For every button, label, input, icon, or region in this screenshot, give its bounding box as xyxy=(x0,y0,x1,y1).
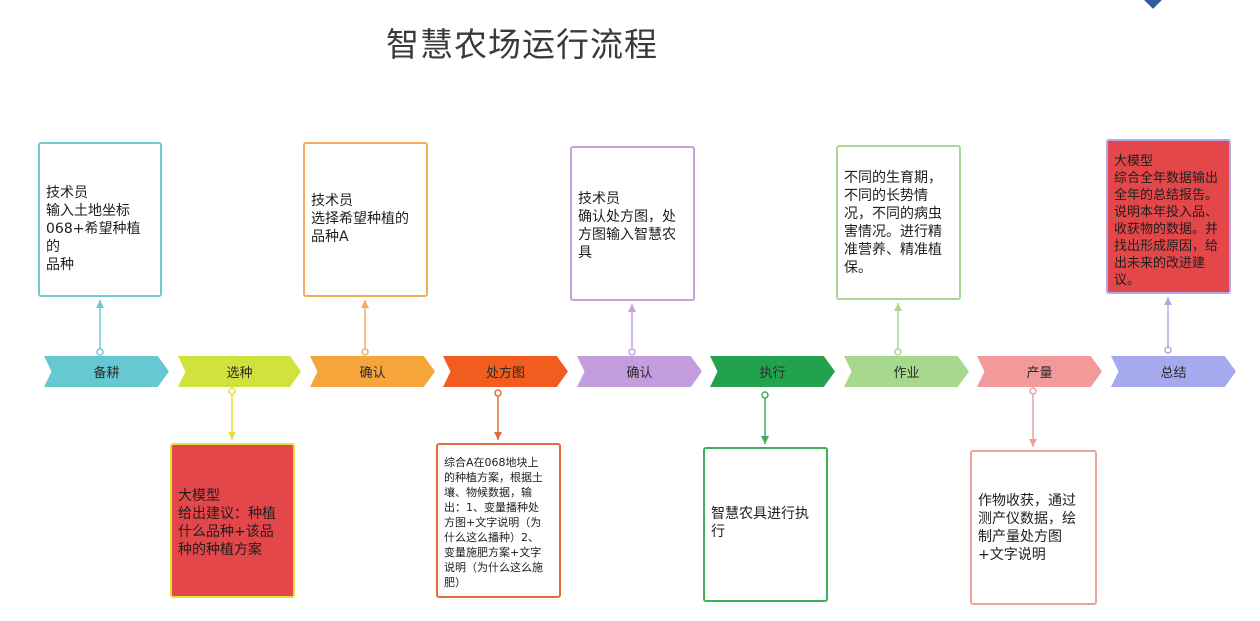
connector-arrowhead xyxy=(1164,297,1172,305)
stage-arrow-2: 选种 xyxy=(178,356,301,387)
box-smart-tools-execute: 智慧农具进行执 行 xyxy=(703,447,828,602)
stage-arrow-9: 总结 xyxy=(1111,356,1236,387)
connector-zhixing xyxy=(761,391,769,444)
connector-chufangtu xyxy=(494,389,502,440)
connector-dot xyxy=(96,348,104,356)
connector-arrowhead xyxy=(761,436,769,444)
stage-arrow-1: 备耕 xyxy=(44,356,169,387)
connector-arrowhead xyxy=(1029,439,1037,447)
box-tech-confirm-prescription: 技术员 确认处方图，处 方图输入智慧农 具 xyxy=(570,146,695,301)
connector-dot xyxy=(894,348,902,356)
connector-queren-2 xyxy=(628,304,636,356)
connector-arrowhead xyxy=(361,300,369,308)
connector-dot xyxy=(361,348,369,356)
connector-dot xyxy=(761,391,769,399)
stage-label-1: 备耕 xyxy=(93,366,120,381)
connector-arrowhead xyxy=(894,303,902,311)
stage-label-2: 选种 xyxy=(226,366,253,381)
stage-arrow-7: 作业 xyxy=(844,356,969,387)
stage-label-6: 执行 xyxy=(759,366,786,381)
connector-zuoye xyxy=(894,303,902,356)
box-model-variety-advice: 大模型 给出建议：种植 什么品种+该品 种的种植方案 xyxy=(170,443,295,598)
stage-label-3: 确认 xyxy=(359,366,386,381)
box-model-annual-summary: 大模型 综合全年数据输出 全年的总结报告。 说明本年投入品、 收获物的数据。并 … xyxy=(1106,139,1231,294)
box-tech-input-coordinates: 技术员 输入土地坐标 068+希望种植的 品种 xyxy=(38,142,162,297)
box-field-operations: 不同的生育期， 不同的长势情 况，不同的病虫 害情况。进行精 准营养、精准植 保… xyxy=(836,145,961,300)
stage-arrow-8: 产量 xyxy=(977,356,1102,387)
stage-label-7: 作业 xyxy=(893,366,920,381)
connector-dot xyxy=(1164,346,1172,354)
connector-dot xyxy=(228,387,236,395)
stage-arrow-6: 执行 xyxy=(710,356,835,387)
stage-label-8: 产量 xyxy=(1026,366,1053,381)
diagram-title: 智慧农场运行流程 xyxy=(386,25,658,64)
connector-dot xyxy=(628,348,636,356)
connector-arrowhead xyxy=(494,432,502,440)
stage-label-4: 处方图 xyxy=(485,366,525,381)
stage-label-5: 确认 xyxy=(626,366,653,381)
box-tech-select-variety: 技术员 选择希望种植的 品种A xyxy=(303,142,428,297)
stage-arrow-3: 确认 xyxy=(310,356,435,387)
connector-arrowhead xyxy=(228,432,236,440)
connector-queren-1 xyxy=(361,300,369,356)
connector-beigeng xyxy=(96,300,104,356)
connector-dot xyxy=(494,389,502,397)
connector-arrowhead xyxy=(96,300,104,308)
stage-arrow-4: 处方图 xyxy=(443,356,568,387)
connector-dot xyxy=(1029,387,1037,395)
stage-label-9: 总结 xyxy=(1160,366,1187,381)
connector-arrowhead xyxy=(628,304,636,312)
box-prescription-plan: 综合A在068地块上 的种植方案，根据土 壤、物候数据，输 出：1、变量播种处 … xyxy=(436,443,561,598)
connector-chanliang xyxy=(1029,387,1037,447)
stage-arrow-5: 确认 xyxy=(577,356,702,387)
connector-xuanzhong xyxy=(228,387,236,440)
connector-zongjie xyxy=(1164,297,1172,354)
box-yield-harvest: 作物收获，通过 测产仪数据，绘 制产量处方图 +文字说明 xyxy=(970,450,1097,605)
